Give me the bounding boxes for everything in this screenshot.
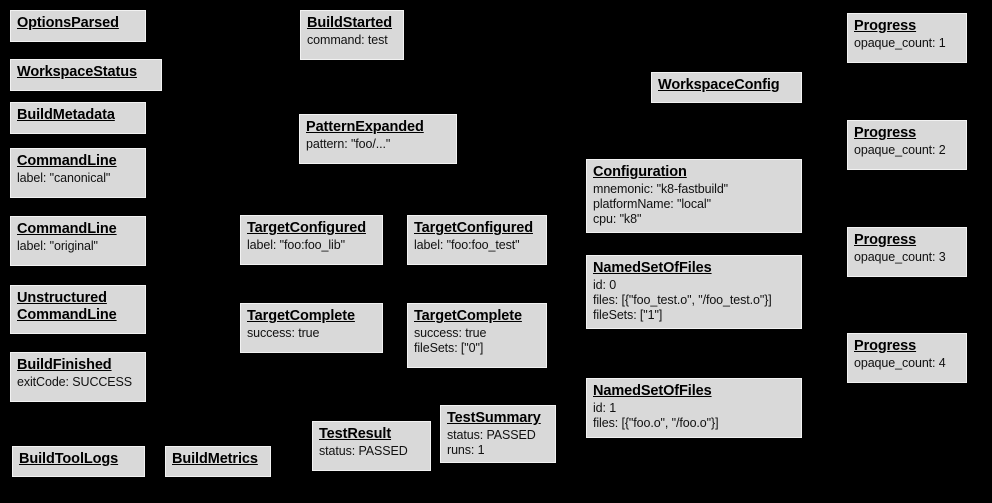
node-command-line-original[interactable]: CommandLine label: "original" bbox=[10, 216, 146, 266]
node-workspace-config[interactable]: WorkspaceConfig bbox=[651, 72, 802, 103]
node-title: BuildMetrics bbox=[172, 451, 258, 467]
node-fields: label: "canonical" bbox=[17, 171, 111, 186]
node-test-summary[interactable]: TestSummary status: PASSED runs: 1 bbox=[440, 405, 556, 463]
node-target-configured-foo-lib[interactable]: TargetConfigured label: "foo:foo_lib" bbox=[240, 215, 383, 265]
node-title: CommandLine bbox=[17, 221, 117, 237]
node-title: NamedSetOfFiles bbox=[593, 260, 712, 276]
node-fields: command: test bbox=[307, 33, 388, 48]
node-title: Progress bbox=[854, 125, 917, 141]
node-title: NamedSetOfFiles bbox=[593, 383, 712, 399]
node-title: TargetComplete bbox=[247, 308, 355, 324]
node-progress-2[interactable]: Progress opaque_count: 2 bbox=[847, 120, 967, 170]
node-build-started[interactable]: BuildStarted command: test bbox=[300, 10, 404, 60]
node-title: Configuration bbox=[593, 164, 687, 180]
node-fields: success: true fileSets: ["0"] bbox=[414, 326, 487, 355]
node-fields: label: "original" bbox=[17, 239, 98, 254]
node-title: TestSummary bbox=[447, 410, 541, 426]
node-configuration[interactable]: Configuration mnemonic: "k8-fastbuild" pl… bbox=[586, 159, 802, 233]
node-title: BuildMetadata bbox=[17, 107, 115, 123]
node-title: TestResult bbox=[319, 426, 392, 442]
node-options-parsed[interactable]: OptionsParsed bbox=[10, 10, 146, 42]
node-progress-3[interactable]: Progress opaque_count: 3 bbox=[847, 227, 967, 277]
node-target-complete-foo-test[interactable]: TargetComplete success: true fileSets: ["… bbox=[407, 303, 547, 368]
node-build-metadata[interactable]: BuildMetadata bbox=[10, 102, 146, 134]
node-target-configured-foo-test[interactable]: TargetConfigured label: "foo:foo_test" bbox=[407, 215, 547, 265]
node-title: TargetConfigured bbox=[414, 220, 533, 236]
node-command-line-canonical[interactable]: CommandLine label: "canonical" bbox=[10, 148, 146, 198]
node-fields: label: "foo:foo_test" bbox=[414, 238, 520, 253]
node-fields: status: PASSED runs: 1 bbox=[447, 428, 536, 457]
node-progress-4[interactable]: Progress opaque_count: 4 bbox=[847, 333, 967, 383]
node-title: CommandLine bbox=[17, 153, 117, 169]
node-named-set-of-files-0[interactable]: NamedSetOfFiles id: 0 files: [{"foo_test.… bbox=[586, 255, 802, 329]
node-build-tool-logs[interactable]: BuildToolLogs bbox=[12, 446, 145, 477]
node-named-set-of-files-1[interactable]: NamedSetOfFiles id: 1 files: [{"foo.o", "… bbox=[586, 378, 802, 438]
node-fields: label: "foo:foo_lib" bbox=[247, 238, 345, 253]
node-fields: success: true bbox=[247, 326, 320, 341]
node-target-complete-foo-lib[interactable]: TargetComplete success: true bbox=[240, 303, 383, 353]
node-test-result[interactable]: TestResult status: PASSED bbox=[312, 421, 431, 471]
node-title: Progress bbox=[854, 338, 917, 354]
node-fields: opaque_count: 4 bbox=[854, 356, 946, 371]
node-title: TargetConfigured bbox=[247, 220, 366, 236]
node-title: WorkspaceConfig bbox=[658, 77, 780, 93]
node-title: Progress bbox=[854, 232, 917, 248]
node-fields: opaque_count: 2 bbox=[854, 143, 946, 158]
node-title: WorkspaceStatus bbox=[17, 64, 137, 80]
node-fields: id: 1 files: [{"foo.o", "/foo.o"}] bbox=[593, 401, 719, 430]
node-fields: pattern: "foo/..." bbox=[306, 137, 391, 152]
node-build-metrics[interactable]: BuildMetrics bbox=[165, 446, 271, 477]
node-workspace-status[interactable]: WorkspaceStatus bbox=[10, 59, 162, 91]
node-build-finished[interactable]: BuildFinished exitCode: SUCCESS bbox=[10, 352, 146, 402]
node-title: BuildStarted bbox=[307, 15, 393, 31]
node-title: TargetComplete bbox=[414, 308, 522, 324]
node-title: PatternExpanded bbox=[306, 119, 424, 135]
node-pattern-expanded[interactable]: PatternExpanded pattern: "foo/..." bbox=[299, 114, 457, 164]
node-title: Progress bbox=[854, 18, 917, 34]
node-progress-1[interactable]: Progress opaque_count: 1 bbox=[847, 13, 967, 63]
node-fields: exitCode: SUCCESS bbox=[17, 375, 133, 390]
node-title: BuildToolLogs bbox=[19, 451, 119, 467]
node-title: OptionsParsed bbox=[17, 15, 119, 31]
node-fields: mnemonic: "k8-fastbuild" platformName: "… bbox=[593, 182, 729, 226]
node-fields: status: PASSED bbox=[319, 444, 408, 459]
node-fields: id: 0 files: [{"foo_test.o", "/foo_test.… bbox=[593, 278, 772, 322]
node-unstructured-command-line[interactable]: Unstructured CommandLine bbox=[10, 285, 146, 334]
node-title: Unstructured CommandLine bbox=[17, 290, 117, 324]
node-fields: opaque_count: 1 bbox=[854, 36, 946, 51]
node-fields: opaque_count: 3 bbox=[854, 250, 946, 265]
node-title: BuildFinished bbox=[17, 357, 112, 373]
